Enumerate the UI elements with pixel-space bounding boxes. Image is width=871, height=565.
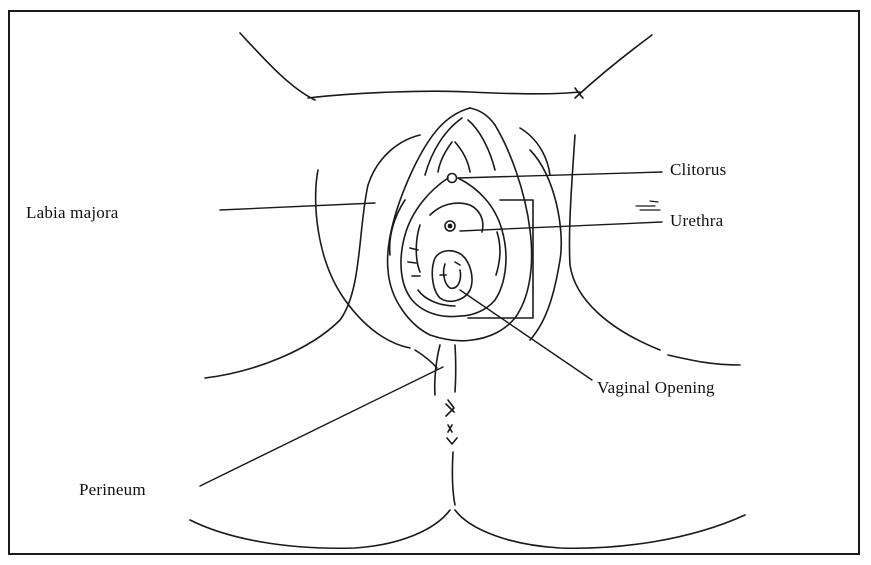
leader-lines xyxy=(200,172,662,486)
label-urethra: Urethra xyxy=(670,211,723,231)
clitoris-shape xyxy=(438,142,470,183)
label-labia-majora: Labia majora xyxy=(26,203,119,223)
leader-clitorus xyxy=(458,172,662,178)
scan-artifacts xyxy=(636,201,660,210)
label-clitorus: Clitorus xyxy=(670,160,726,180)
labia-minora-detail xyxy=(401,178,506,317)
label-vaginal-opening: Vaginal Opening xyxy=(597,378,715,398)
leader-labia-majora xyxy=(220,203,375,210)
callout-bracket xyxy=(468,200,533,318)
leader-vaginal-opening xyxy=(460,290,592,380)
urethra-opening-shape xyxy=(432,221,472,301)
upper-body-outline xyxy=(240,33,652,100)
leader-perineum xyxy=(200,367,443,486)
label-perineum: Perineum xyxy=(79,480,146,500)
buttock-curves xyxy=(190,510,745,548)
